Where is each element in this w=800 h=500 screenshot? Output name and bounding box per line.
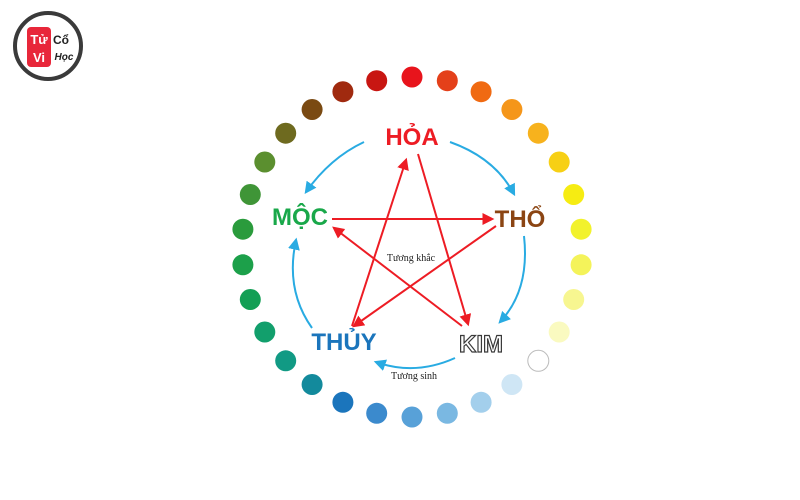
arrow-kim-to-moc <box>332 226 463 327</box>
color-dot <box>401 66 423 88</box>
element-label-kim: KIM <box>459 331 503 358</box>
color-dot <box>563 289 585 310</box>
color-dot <box>501 99 523 120</box>
overcoming-star <box>332 153 497 328</box>
element-label-hoa: HỎA <box>385 122 438 151</box>
color-dot <box>275 350 297 372</box>
arrow-hoa-to-tho <box>449 141 516 197</box>
color-dot <box>436 70 458 92</box>
arrow-thuy-to-hoa <box>351 157 409 327</box>
color-dot <box>254 321 276 343</box>
element-label-tho: THỔ <box>495 205 546 233</box>
logo-text-co: Cổ <box>53 33 69 47</box>
color-dot <box>470 81 492 103</box>
color-dot <box>527 122 549 144</box>
color-dot <box>254 151 276 173</box>
generating-cycle <box>288 141 526 371</box>
overcoming-label: Tương khắc <box>387 253 436 264</box>
generating-label: Tương sinh <box>391 371 437 382</box>
color-dot <box>332 81 354 103</box>
color-dot <box>366 70 388 92</box>
logo-text-vi: Vi <box>33 50 45 65</box>
logo: Tử Vi Cổ Học <box>13 11 83 81</box>
color-dot <box>239 184 261 205</box>
color-dot <box>401 406 423 428</box>
arrow-kim-to-thuy <box>373 357 456 371</box>
color-dot <box>436 402 458 424</box>
color-dot <box>301 99 323 120</box>
arrow-hoa-to-kim <box>417 153 472 327</box>
color-dot <box>563 184 585 205</box>
arrow-moc-to-hoa <box>304 141 365 194</box>
color-wheel <box>232 66 592 428</box>
color-dot <box>239 289 261 310</box>
color-dot <box>232 254 254 276</box>
color-dot <box>301 374 323 395</box>
logo-red-block <box>27 27 51 67</box>
logo-text-tu: Tử <box>30 32 48 47</box>
color-dot <box>548 151 570 173</box>
color-dot <box>332 391 354 413</box>
color-dot <box>570 254 592 276</box>
color-dot <box>275 122 297 144</box>
color-dot <box>366 402 388 424</box>
color-dot <box>548 321 570 343</box>
color-dot <box>501 374 523 395</box>
color-dot <box>527 349 550 372</box>
color-dot <box>232 218 254 240</box>
color-dot <box>470 391 492 413</box>
color-dot <box>570 218 592 240</box>
element-label-moc: MỘC <box>272 203 328 231</box>
logo-text-hoc: Học <box>55 52 74 63</box>
arrow-thuy-to-moc <box>288 237 313 329</box>
arrow-tho-to-kim <box>498 235 526 324</box>
arrow-tho-to-thuy <box>352 225 497 328</box>
element-label-thuy: THỦY <box>311 327 376 356</box>
